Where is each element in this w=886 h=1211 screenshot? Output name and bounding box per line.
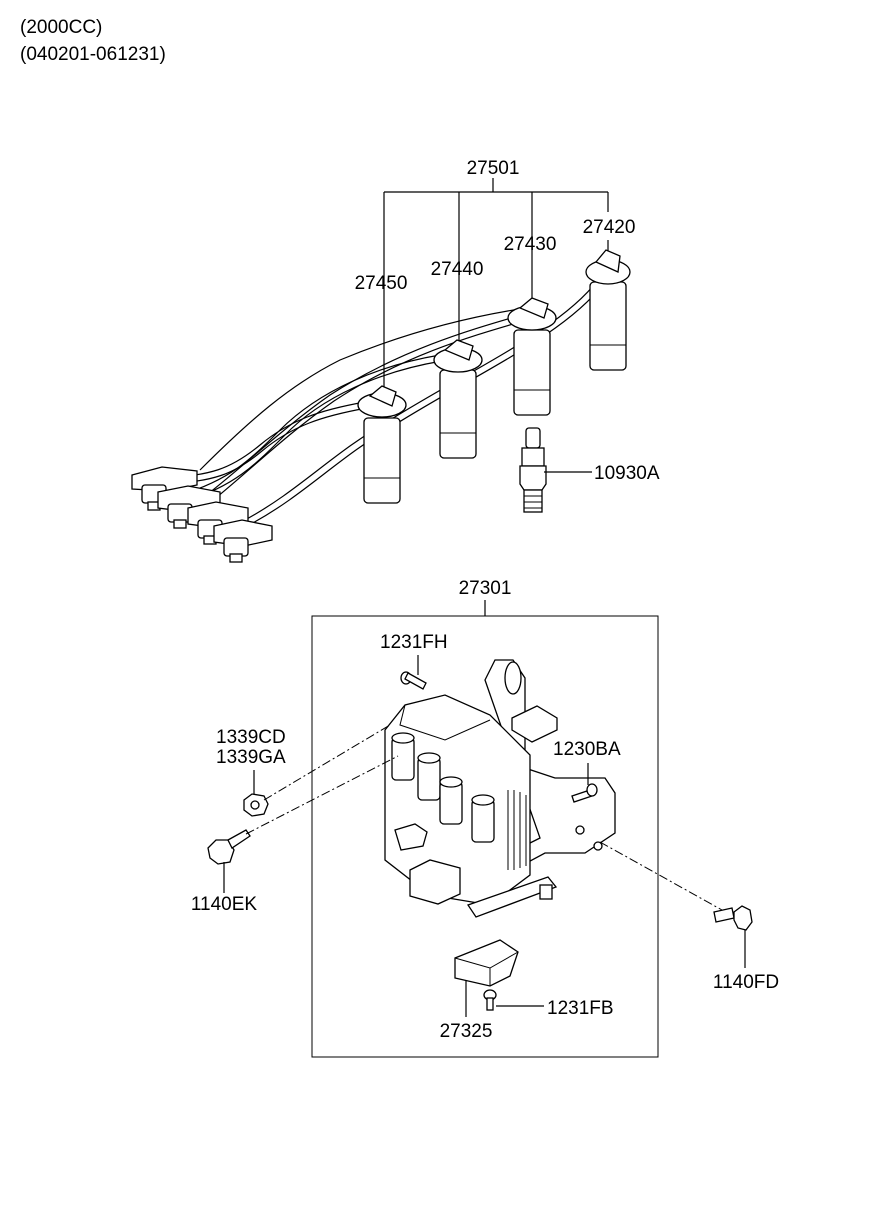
nut-1339	[243, 793, 269, 817]
part-label-1339GA: 1339GA	[216, 747, 286, 768]
wire-set-bracket	[383, 178, 609, 398]
part-label-1231FH: 1231FH	[380, 632, 448, 653]
part-label-1140EK: 1140EK	[191, 894, 258, 915]
spark-plug	[519, 427, 592, 513]
part-label-1230BA: 1230BA	[553, 739, 621, 760]
part-label-27301: 27301	[459, 578, 512, 599]
screw-1231FB	[483, 989, 497, 1011]
part-label-27325: 27325	[440, 1021, 493, 1042]
bolt-1140FD	[713, 905, 753, 931]
part-label-1140FD: 1140FD	[713, 972, 779, 993]
bolt-1140EK	[207, 829, 251, 865]
part-label-1339CD: 1339CD	[216, 727, 286, 748]
engine-spec: (2000CC)	[20, 17, 102, 38]
part-label-27501: 27501	[467, 158, 520, 179]
part-label-27430: 27430	[504, 234, 557, 255]
part-label-27440: 27440	[431, 259, 484, 280]
part-label-1231FB: 1231FB	[547, 998, 614, 1019]
part-label-10930A: 10930A	[594, 463, 660, 484]
ignition-coil	[384, 659, 616, 918]
screw-1231FH	[400, 671, 427, 690]
part-label-27450: 27450	[355, 273, 408, 294]
bolt-1230BA	[571, 783, 598, 803]
part-label-27420: 27420	[583, 217, 636, 238]
ignition-cables	[131, 249, 631, 563]
date-range: (040201-061231)	[20, 44, 166, 65]
coil-assembly-box	[311, 615, 659, 1058]
condenser-27325	[454, 939, 519, 987]
